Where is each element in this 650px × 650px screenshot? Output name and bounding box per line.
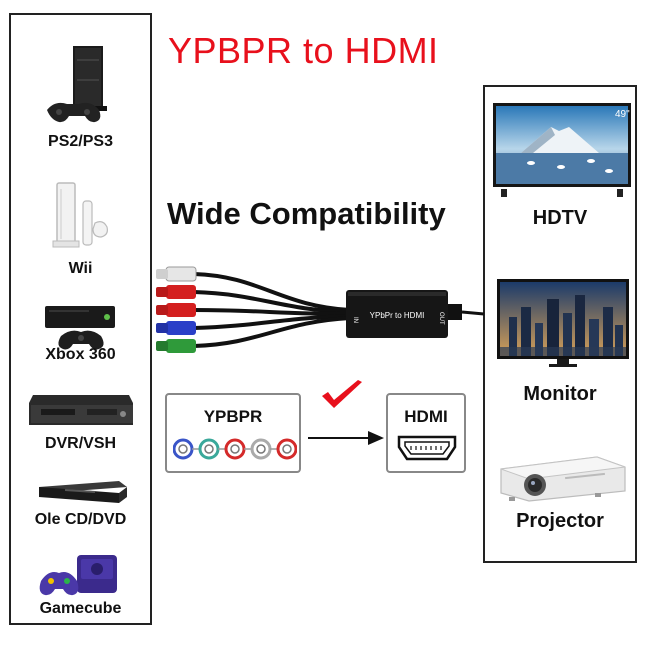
hdmi-output-box: HDMI	[386, 393, 466, 473]
source-devices-panel: PS2/PS3 Wii Xbox 360 DVR/VSH Ole CD/DVD	[9, 13, 152, 625]
vcr-player-icon	[29, 395, 133, 425]
monitor-icon	[497, 279, 629, 367]
hdmi-label: HDMI	[404, 407, 448, 426]
output-label-projector: Projector	[516, 510, 604, 532]
output-devices-panel: 49" HDTV Monitor Pr	[483, 85, 637, 563]
source-label-ps: PS2/PS3	[48, 133, 113, 150]
rca-jack-ring	[250, 438, 272, 460]
check-mark-icon	[322, 380, 362, 408]
rca-jack-pin	[282, 444, 292, 454]
page-title: YPBPR to HDMI	[168, 30, 439, 71]
source-label-xbox: Xbox 360	[45, 346, 116, 363]
wii-console-icon	[52, 182, 108, 248]
rca-jack-ring	[224, 438, 246, 460]
xbox-console-icon	[45, 306, 115, 350]
rca-jack-pin	[230, 444, 240, 454]
hdtv-icon: 49"	[493, 103, 631, 197]
rca-jack-ring	[276, 438, 297, 460]
ypbpr-label: YPBPR	[203, 407, 263, 426]
arrow-right-icon	[308, 431, 384, 445]
tv-size-badge: 49"	[615, 109, 630, 120]
source-label-wii: Wii	[68, 260, 93, 277]
rca-jack-pin	[256, 444, 266, 454]
source-label-dvd: Ole CD/DVD	[34, 511, 127, 528]
source-label-dvr: DVR/VSH	[44, 435, 117, 452]
component-cable-adapter: YPbPr to HDMI IN OUT	[156, 266, 485, 353]
rca-jack-ring	[198, 438, 220, 460]
output-label-monitor: Monitor	[523, 383, 597, 405]
dvd-player-icon	[39, 481, 127, 503]
game-console-icon	[47, 46, 107, 123]
compatibility-heading: Wide Compatibility	[167, 196, 446, 231]
adapter-label: YPbPr to HDMI	[370, 311, 425, 320]
projector-icon	[500, 456, 626, 502]
rca-jack-pin	[178, 444, 188, 454]
rca-jack-pin	[204, 444, 214, 454]
rca-jack-ring	[173, 438, 194, 460]
adapter-out-label: OUT	[438, 312, 444, 325]
hdmi-port-icon	[397, 435, 457, 461]
rca-jacks-icon	[173, 438, 297, 460]
source-label-gamecube: Gamecube	[39, 600, 122, 617]
output-label-hdtv: HDTV	[532, 207, 588, 229]
adapter-in-label: IN	[352, 317, 358, 323]
ypbpr-input-box: YPBPR	[165, 393, 301, 473]
gamecube-console-icon	[39, 555, 117, 596]
